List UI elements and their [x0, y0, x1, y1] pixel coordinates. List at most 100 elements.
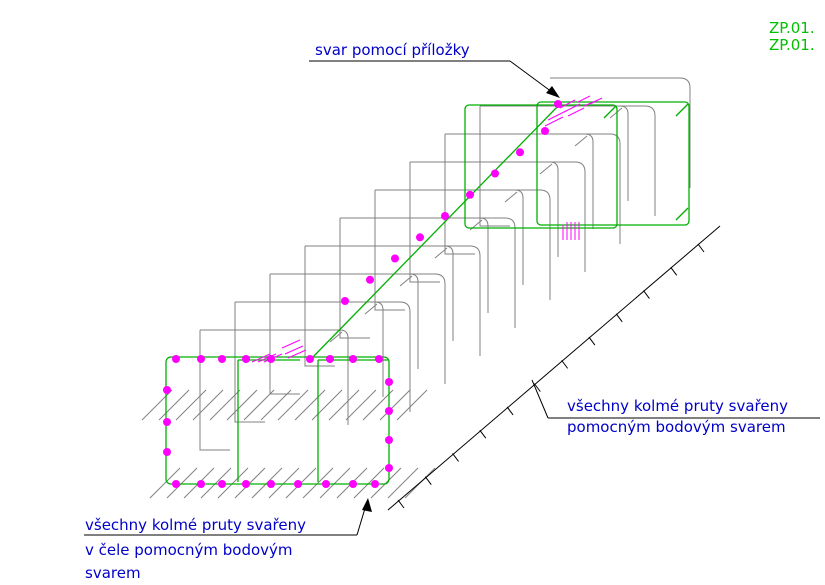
spot-weld-dot: [163, 418, 171, 426]
stirrup-hook: [609, 107, 623, 119]
hatch-line: [302, 467, 334, 499]
longitudinal-bar: [311, 103, 561, 359]
spot-weld-dot: [385, 436, 393, 444]
leader-arrowheads: [362, 86, 560, 512]
stirrup-outline: [445, 161, 586, 272]
spot-weld-dot: [341, 297, 349, 305]
stirrup-outline: [339, 217, 489, 339]
concrete-section-hatch: [141, 389, 436, 499]
dimension-tick: [670, 266, 678, 276]
hatch-line: [175, 389, 207, 421]
dimension-line: [387, 225, 721, 511]
hatch-line: [345, 389, 377, 421]
spot-weld-dot: [385, 407, 393, 415]
dimension-tick: [397, 499, 405, 509]
hatch-line: [209, 389, 241, 421]
spot-weld-dot: [441, 212, 449, 220]
hatch-line: [277, 389, 309, 421]
stirrup-hook: [539, 163, 553, 175]
note-bottom-line-3: svarem: [85, 564, 141, 582]
spot-weld-dot: [163, 448, 171, 456]
dimension-tick: [452, 453, 459, 462]
intermediate-stirrups: [199, 77, 691, 451]
sheet-code-2: ZP.01.: [769, 36, 815, 54]
spot-weld-dot: [172, 480, 180, 488]
spot-weld-dot: [306, 355, 314, 363]
stirrup-hook: [574, 135, 588, 147]
spot-weld-dot: [416, 233, 424, 242]
spot-weld-dot: [163, 386, 171, 394]
stirrup-outline: [550, 77, 691, 188]
hatch-line: [268, 467, 300, 499]
dimension-baseline: [387, 225, 721, 511]
dimension-tick: [479, 429, 487, 439]
hatch-line: [141, 389, 173, 421]
spot-weld-dot: [391, 254, 399, 263]
spot-weld-dot: [466, 190, 474, 199]
stirrup-outline: [479, 105, 629, 227]
stirrup-outline: [515, 105, 656, 216]
dimension-tick: [533, 383, 541, 392]
sheet-codes: ZP.01. ZP.01.: [769, 19, 815, 54]
hatch-line: [192, 389, 224, 421]
dimension-tick: [506, 406, 514, 416]
hatch-line: [200, 467, 232, 499]
hatch-line: [379, 389, 411, 421]
front-stirrup: [165, 356, 390, 485]
spot-weld-dot: [349, 355, 357, 363]
sheet-code-1: ZP.01.: [769, 19, 815, 37]
hatch-line: [226, 389, 258, 421]
stirrup-outline: [269, 273, 419, 395]
spot-weld-dot: [516, 148, 524, 157]
stirrup-outline: [304, 245, 454, 367]
stirrup-outline: [305, 273, 446, 384]
hatch-line: [251, 467, 283, 499]
hatch-line: [319, 467, 351, 499]
spot-weld-dot: [322, 480, 330, 488]
hatch-line: [243, 389, 275, 421]
hatch-line: [158, 389, 190, 421]
back-stirrup: [464, 101, 690, 229]
stirrup-hook: [504, 191, 518, 203]
dimension-tick: [424, 476, 432, 486]
spot-weld-dot: [267, 480, 275, 488]
spot-weld-dot: [366, 275, 374, 284]
spot-weld-dot: [385, 378, 393, 386]
hatch-line: [234, 467, 266, 499]
spot-weld-dot: [541, 127, 549, 135]
spot-weld-dot: [294, 480, 302, 488]
stirrup-outline: [374, 189, 524, 311]
spot-weld-dot: [385, 464, 393, 472]
stirrup-outline: [444, 133, 594, 255]
hatch-line: [311, 389, 343, 421]
dimension-tick: [615, 313, 623, 323]
spot-weld-dot: [218, 480, 226, 488]
stirrup-outline: [340, 245, 481, 356]
hatch-line: [217, 467, 249, 499]
note-right-line-1: všechny kolmé pruty svařeny: [567, 397, 788, 415]
stirrup-outline: [270, 301, 411, 412]
stirrup-outline: [410, 189, 551, 300]
note-right-line-2: pomocným bodovým svarem: [567, 418, 786, 436]
spot-weld-dot: [197, 355, 205, 363]
spot-weld-dot: [326, 355, 334, 363]
spot-weld-dot: [242, 480, 250, 488]
dimension-tick: [697, 243, 705, 253]
spot-weld-dot: [197, 480, 205, 488]
note-bottom-line-2: v čele pomocným bodovým: [85, 541, 293, 559]
hatch-line: [396, 389, 428, 421]
hatch-line: [328, 389, 360, 421]
note-bottom-line-1: všechny kolmé pruty svařeny: [85, 516, 306, 534]
hatch-line: [362, 389, 394, 421]
spot-weld-dot: [371, 480, 379, 488]
spot-weld-dot: [242, 355, 250, 363]
spot-weld-dot: [491, 169, 499, 178]
note-top: svar pomocí příložky: [315, 41, 470, 59]
spot-weld-dot: [349, 480, 357, 488]
hatch-line: [260, 389, 292, 421]
spot-weld-dot: [172, 355, 180, 363]
dimension-tick: [643, 290, 650, 299]
dimension-tick: [561, 360, 569, 369]
spot-welds: [163, 100, 562, 488]
